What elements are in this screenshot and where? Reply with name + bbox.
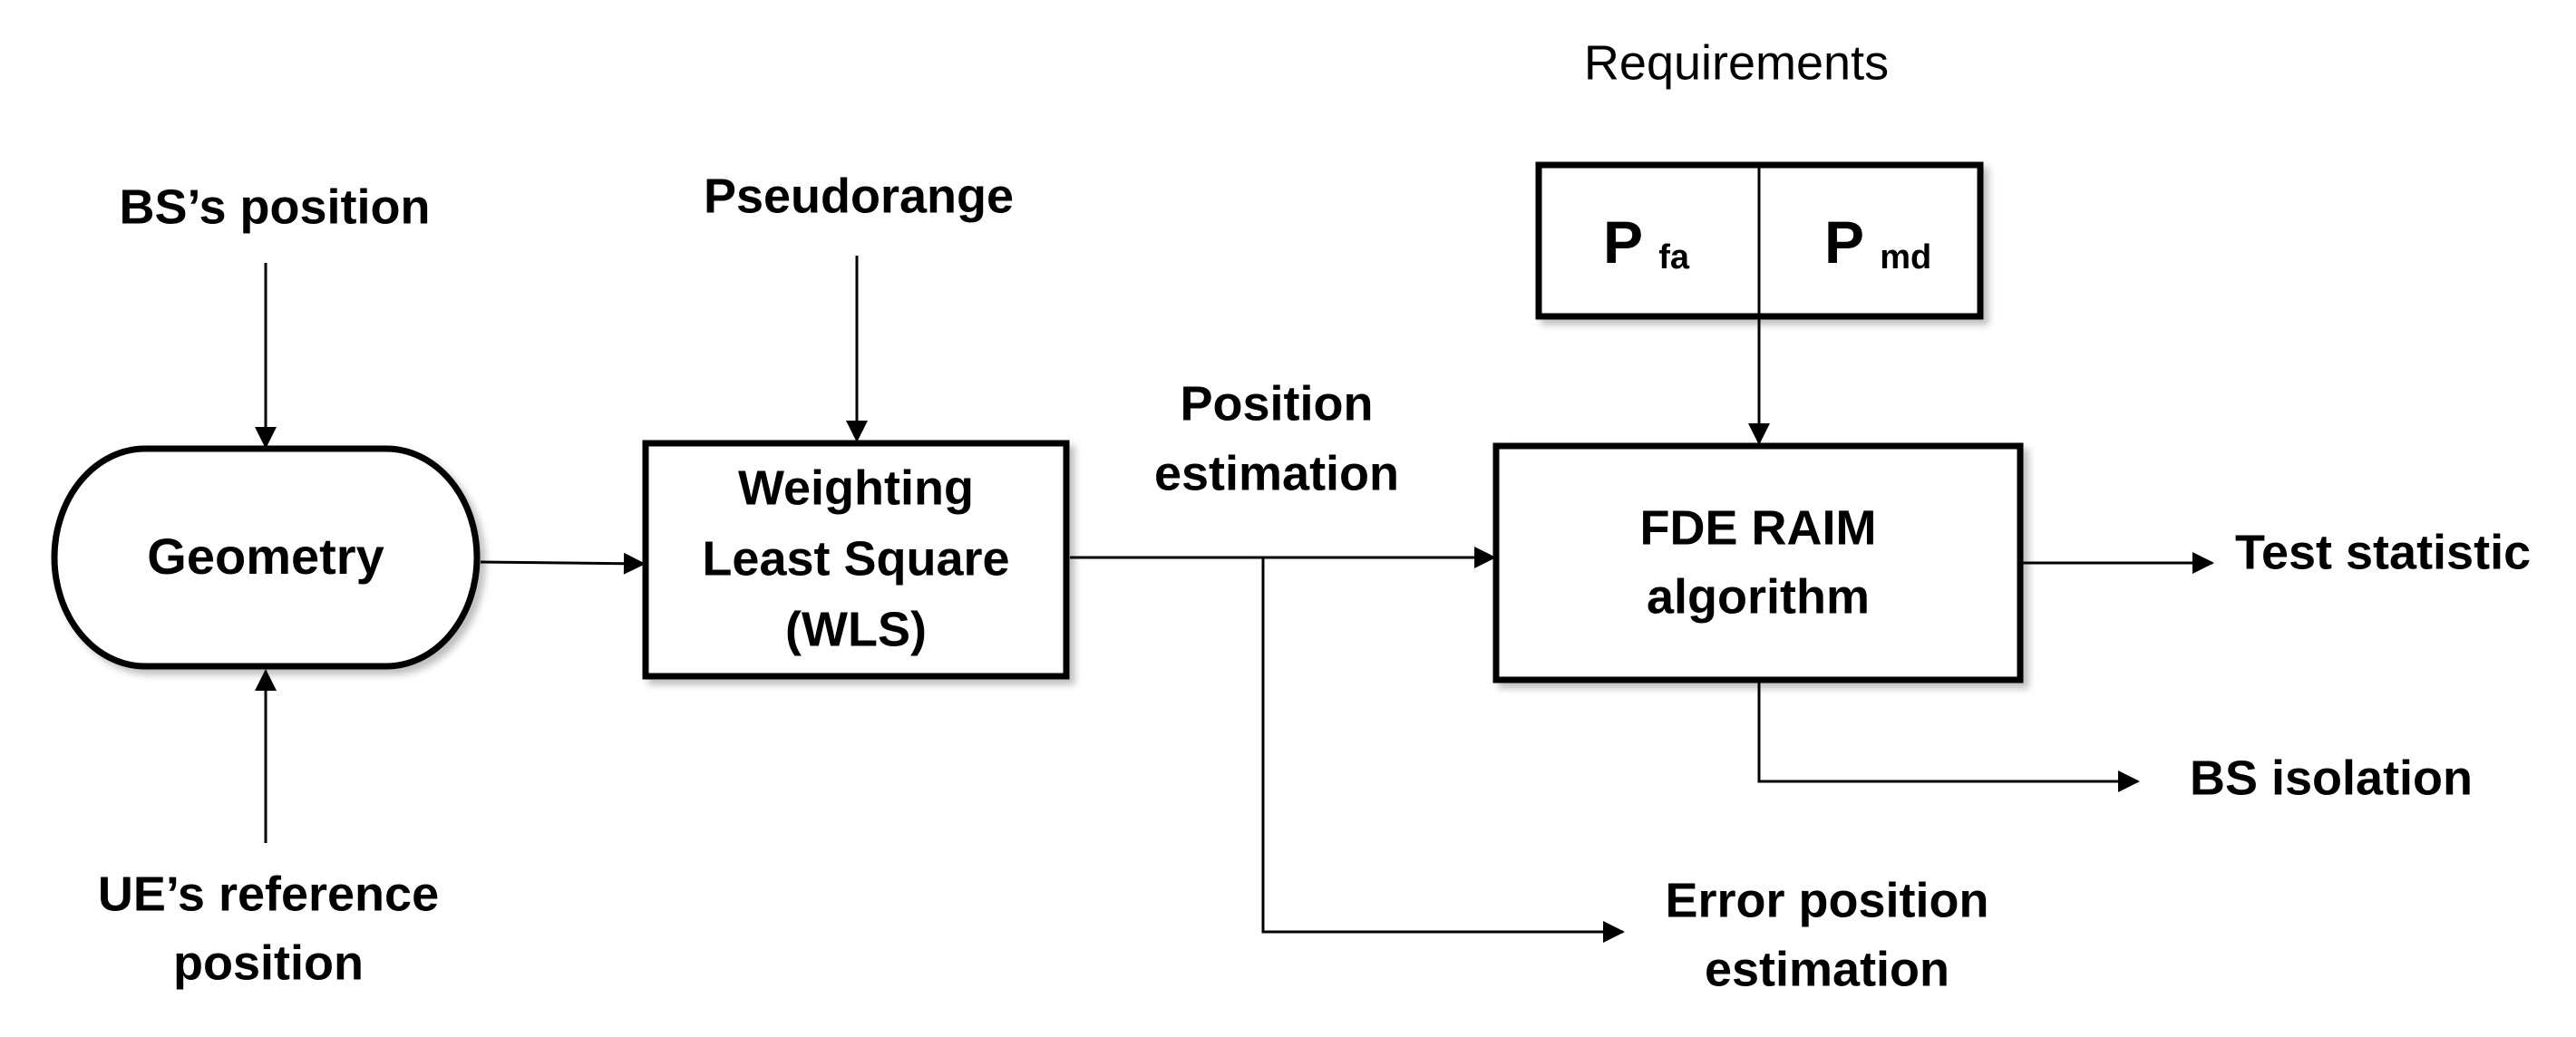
wls-node: Weighting Least Square (WLS) xyxy=(642,440,1070,680)
error-position-label-line-2: estimation xyxy=(1705,942,1949,996)
position-estimation-label-line-1: Position xyxy=(1181,376,1374,431)
bs-isolation-label: BS isolation xyxy=(2190,751,2473,805)
requirements-title: Requirements xyxy=(1584,35,1889,90)
edge-geometry-to-wls xyxy=(480,552,646,575)
wls-label-line-3: (WLS) xyxy=(785,602,927,656)
bs-position-label: BS’s position xyxy=(119,179,430,234)
error-position-label-line-1: Error position xyxy=(1665,873,1988,927)
pmd-label: P md xyxy=(1824,208,1931,276)
edge-raim-to-bs-isolation xyxy=(1757,683,2140,792)
raim-label-line-2: algorithm xyxy=(1647,569,1870,624)
pseudorange-label: Pseudorange xyxy=(704,169,1014,223)
pmd-subscript: md xyxy=(1880,238,1931,276)
ue-reference-label-line-2: position xyxy=(173,935,364,990)
ue-reference-label-line-1: UE’s reference xyxy=(98,867,439,921)
raim-label-line-1: FDE RAIM xyxy=(1640,500,1877,555)
raim-node: FDE RAIM algorithm xyxy=(1492,442,2024,683)
pfa-subscript: fa xyxy=(1658,238,1690,276)
pfa-label: P fa xyxy=(1603,208,1690,276)
wls-label-line-1: Weighting xyxy=(738,460,974,515)
geometry-node: Geometry xyxy=(51,445,481,670)
geometry-label: Geometry xyxy=(147,528,384,585)
edge-to-error-position xyxy=(1261,557,1625,943)
wls-label-line-2: Least Square xyxy=(702,531,1009,586)
position-estimation-label-line-2: estimation xyxy=(1154,446,1399,500)
requirements-node: P fa P md xyxy=(1535,161,1984,320)
test-statistic-label: Test statistic xyxy=(2235,525,2531,579)
